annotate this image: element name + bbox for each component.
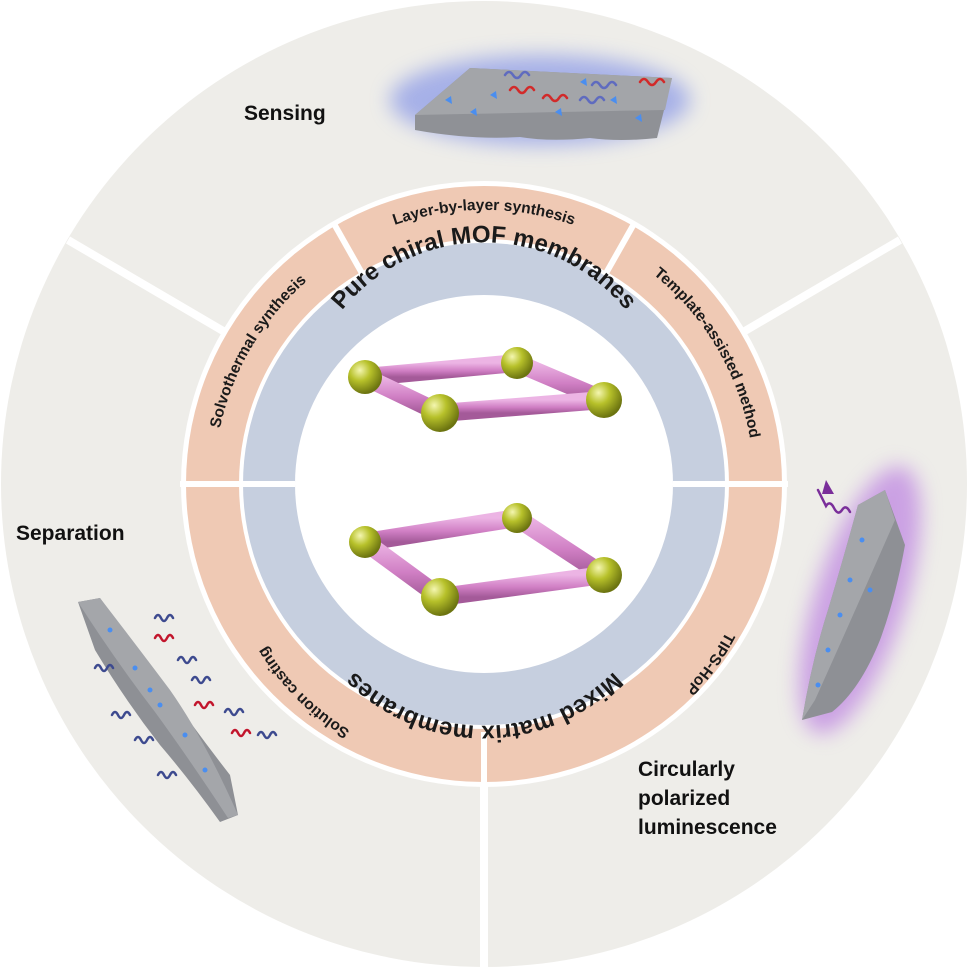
ring-dividers [180,220,788,790]
cube-rods [356,354,613,606]
label-separation: Separation [16,522,125,545]
separation-membrane-illustration [78,598,278,822]
label-cpl-line3: luminescence [638,816,777,839]
cpl-membrane-illustration [799,466,921,734]
sensing-membrane-illustration [390,55,690,145]
center-disc [295,295,673,673]
label-cpl-line1: Circularly [638,758,735,781]
mof-cube-illustration [348,347,622,616]
cube-nodes [348,347,622,616]
label-sensing: Sensing [244,102,326,125]
label-cpl-line2: polarized [638,787,730,810]
